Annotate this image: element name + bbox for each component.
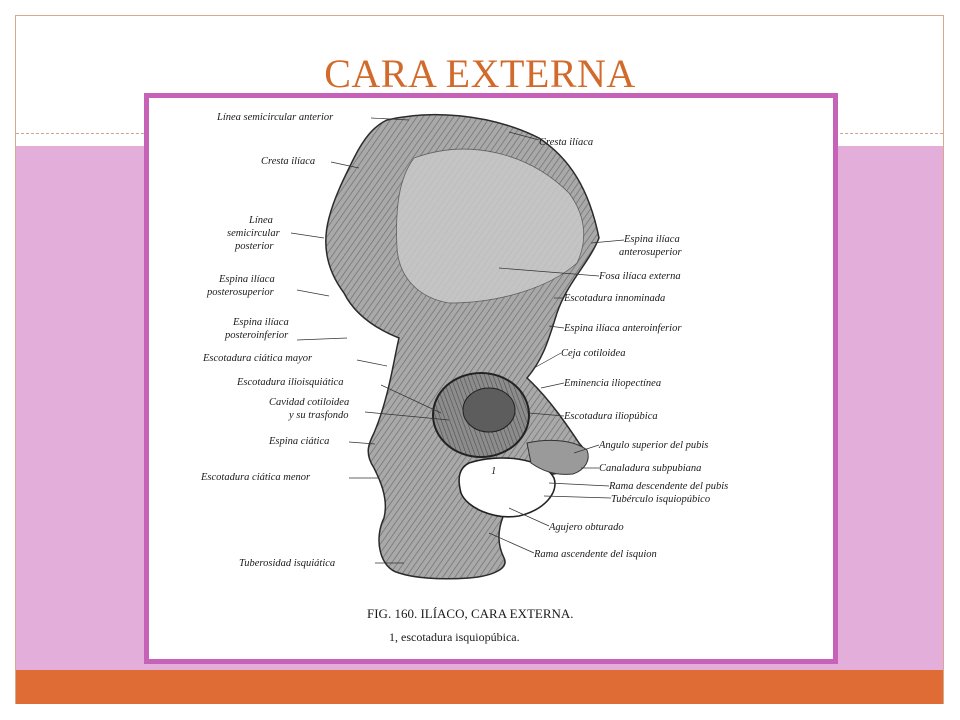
label-escotadura-innominada: Escotadura innominada — [563, 293, 665, 304]
slide-title: CARA EXTERNA — [324, 51, 636, 96]
label-tuberculo-isquiopubico: Tubérculo isquiopúbico — [611, 494, 710, 505]
hip-bone-illustration: 1 Línea semicircular anterior Cresta ilí… — [200, 112, 728, 644]
label-semicircular: semicircular — [227, 228, 281, 239]
label-escotadura-iliopubica: Escotadura iliopúbica — [563, 411, 658, 422]
right-leaders — [488, 131, 625, 554]
figure-caption-note: 1, escotadura isquiopúbica. — [389, 630, 520, 644]
figure-caption: FIG. 160. ILÍACO, CARA EXTERNA. — [367, 606, 574, 621]
notch-marker: 1 — [491, 466, 496, 477]
label-espina-iliaca-ps: Espina ilíaca — [218, 274, 275, 285]
pubic-ramus — [526, 439, 589, 475]
figure-panel: 1 Línea semicircular anterior Cresta ilí… — [144, 93, 838, 664]
label-espina-iliaca-pi: Espina ilíaca — [232, 317, 289, 328]
label-posteroinferior: posteroinferior — [224, 330, 289, 341]
label-escotadura-ciatica-menor: Escotadura ciática menor — [200, 472, 311, 483]
label-eminencia-iliopectinea: Eminencia iliopectínea — [563, 378, 661, 389]
external-iliac-fossa — [396, 148, 584, 304]
label-posterior: posterior — [234, 241, 274, 252]
label-anterosuperior: anterosuperior — [619, 247, 683, 258]
label-su-trasfondo: y su trasfondo — [288, 410, 349, 421]
label-agujero-obturado: Agujero obturado — [548, 522, 624, 533]
right-labels: Cresta ilíaca Espina ilíaca anterosuperi… — [533, 137, 728, 560]
label-espina-iliaca-ai: Espina ilíaca anteroinferior — [563, 323, 682, 334]
label-linea-semicircular-anterior: Línea semicircular anterior — [216, 112, 334, 123]
label-escotadura-ilioisquiatica: Escotadura ilioisquiática — [236, 377, 343, 388]
label-linea: Línea — [248, 215, 273, 226]
label-escotadura-ciatica-mayor: Escotadura ciática mayor — [202, 353, 313, 364]
label-rama-ascendente-isquion: Rama ascendente del isquion — [533, 549, 657, 560]
label-espina-ciatica: Espina ciática — [268, 436, 329, 447]
label-ceja-cotiloidea: Ceja cotiloidea — [561, 348, 625, 359]
left-leaders — [290, 117, 450, 564]
footer-bar — [16, 670, 943, 704]
label-tuberosidad-isquiatica: Tuberosidad isquiática — [239, 558, 335, 569]
label-rama-descendente-pubis: Rama descendente del pubis — [608, 481, 728, 492]
acetabulum-fossa — [462, 387, 516, 433]
left-labels: Línea semicircular anterior Cresta ilíac… — [200, 112, 349, 569]
label-cavidad-cotiloidea: Cavidad cotiloidea — [269, 397, 349, 408]
label-angulo-superior-pubis: Angulo superior del pubis — [598, 440, 708, 451]
label-espina-iliaca-as: Espina ilíaca — [623, 234, 680, 245]
label-canaladura-subpubiana: Canaladura subpubiana — [599, 463, 701, 474]
label-cresta-iliaca-right: Cresta ilíaca — [539, 137, 593, 148]
label-cresta-iliaca-left: Cresta ilíaca — [261, 156, 315, 167]
label-fosa-iliaca-externa: Fosa ilíaca externa — [598, 271, 681, 282]
label-posterosuperior: posterosuperior — [206, 287, 275, 298]
